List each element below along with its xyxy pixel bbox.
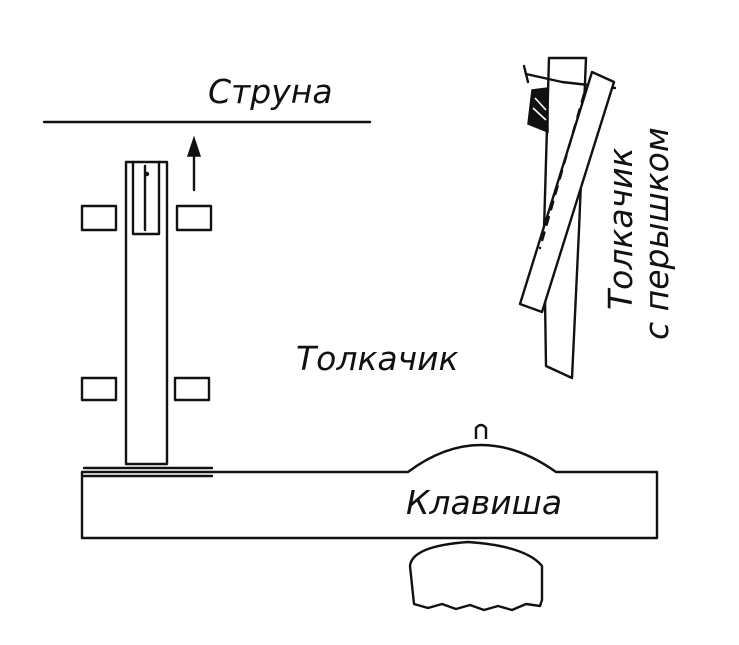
jack-with-plectrum-label-line1: Толкачик: [601, 147, 640, 310]
jack-label: Толкачик: [296, 339, 459, 378]
jack-with-plectrum-label-line2: с перышком: [637, 127, 676, 340]
arrow-up-icon: [186, 135, 202, 192]
jack: [124, 160, 169, 466]
upper-guide-blocks: [80, 204, 213, 232]
key-label: Клавиша: [406, 483, 562, 522]
jack-with-plectrum: [518, 56, 617, 380]
key-lever: [80, 423, 659, 540]
lower-guide-blocks: [80, 376, 211, 402]
string-label: Струна: [208, 72, 333, 111]
balance-support: [408, 540, 544, 612]
